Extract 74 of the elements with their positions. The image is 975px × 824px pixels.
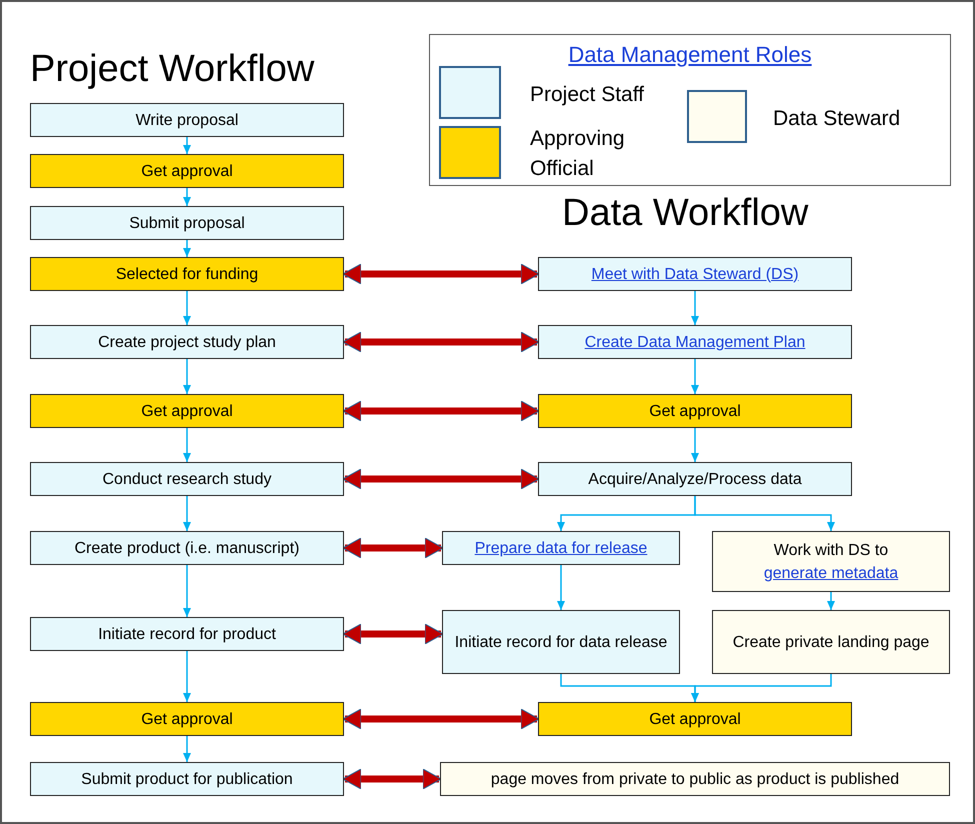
link: generate metadata bbox=[764, 564, 898, 582]
arrow bbox=[183, 359, 191, 394]
process-box bbox=[30, 531, 344, 565]
process-box bbox=[538, 257, 852, 291]
process-box bbox=[538, 325, 852, 359]
legend-label: Project Staff bbox=[530, 82, 646, 108]
process-box bbox=[30, 325, 344, 359]
box-text: Get approval bbox=[649, 710, 741, 730]
box-text: Get approval bbox=[649, 402, 741, 422]
arrow bbox=[183, 651, 191, 702]
arrow bbox=[183, 428, 191, 462]
heading: Data Workflow bbox=[562, 191, 808, 236]
legend-label: Approving Official bbox=[530, 126, 626, 182]
legend-title: Data Management Roles bbox=[567, 41, 813, 69]
process-box bbox=[442, 610, 680, 674]
arrow bbox=[183, 188, 191, 206]
process-box bbox=[30, 257, 344, 291]
process-box bbox=[712, 610, 950, 674]
double-arrow bbox=[342, 468, 540, 490]
box-text: Initiate record for data release bbox=[454, 632, 668, 652]
double-arrow bbox=[342, 708, 540, 730]
arrow bbox=[827, 592, 835, 610]
legend-label: Data Steward bbox=[773, 106, 902, 132]
box-text: Selected for funding bbox=[116, 264, 258, 284]
box-text: page moves from private to public as product is published bbox=[490, 770, 900, 790]
process-box bbox=[538, 462, 852, 496]
box-text: Submit product for publication bbox=[81, 770, 293, 790]
process-box bbox=[712, 531, 950, 592]
box-text: Write proposal bbox=[136, 110, 238, 130]
box-text: Create private landing page bbox=[732, 632, 930, 652]
arrow bbox=[691, 674, 832, 702]
arrow bbox=[557, 565, 565, 610]
process-box bbox=[442, 531, 680, 565]
box-text: Get approval bbox=[141, 162, 233, 182]
box-text: Initiate record for product bbox=[98, 624, 276, 644]
box-text: Conduct research study bbox=[102, 470, 272, 490]
process-box bbox=[30, 206, 344, 240]
box-text: Get approval bbox=[141, 710, 233, 730]
link: Create Data Management Plan bbox=[584, 332, 806, 352]
box-text: Create project study plan bbox=[98, 332, 276, 352]
double-arrow bbox=[342, 768, 442, 790]
process-box bbox=[30, 394, 344, 428]
arrow bbox=[183, 565, 191, 617]
double-arrow bbox=[342, 264, 540, 284]
arrow bbox=[691, 428, 699, 462]
arrow bbox=[183, 736, 191, 762]
process-box bbox=[30, 154, 344, 188]
process-box bbox=[538, 394, 852, 428]
double-arrow bbox=[342, 538, 444, 558]
link: Meet with Data Steward (DS) bbox=[591, 264, 799, 284]
arrow bbox=[183, 291, 191, 325]
arrow bbox=[183, 496, 191, 531]
double-arrow bbox=[342, 624, 444, 644]
process-box bbox=[30, 762, 344, 796]
box-text: Get approval bbox=[141, 402, 233, 422]
process-box bbox=[30, 702, 344, 736]
arrow bbox=[691, 291, 699, 325]
link: Prepare data for release bbox=[474, 538, 648, 558]
double-arrow bbox=[342, 400, 540, 422]
double-arrow bbox=[342, 332, 540, 352]
box-text: Submit proposal bbox=[129, 214, 245, 234]
process-box bbox=[440, 762, 950, 796]
arrow bbox=[183, 240, 191, 257]
process-box bbox=[538, 702, 852, 736]
arrow bbox=[694, 496, 835, 531]
process-box bbox=[30, 617, 344, 651]
arrow bbox=[183, 137, 191, 154]
heading: Project Workflow bbox=[30, 47, 314, 92]
box-text: Acquire/Analyze/Process data bbox=[588, 470, 802, 490]
box-text: Create product (i.e. manuscript) bbox=[74, 538, 300, 558]
box-text: Work with DS to generate metadata bbox=[762, 540, 900, 584]
arrow bbox=[691, 359, 699, 394]
process-box bbox=[30, 103, 344, 137]
process-box bbox=[30, 462, 344, 496]
